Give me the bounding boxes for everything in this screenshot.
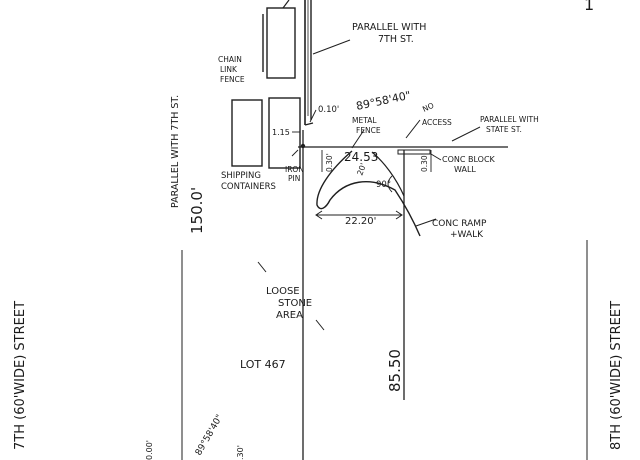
dim-010-label: 0.10' [318,105,339,115]
lot-label: LOT 467 [240,358,286,371]
bearing-top-label: 89°58'40" [355,89,412,113]
conc-block-wall-label-line1: CONC BLOCK [442,155,496,164]
ramp-outline [316,150,421,237]
chain-link-label-line2: LINK [220,65,238,74]
loose-stone-label-line2: STONE [278,298,312,309]
state-leader [451,126,481,142]
structure-base [304,122,314,126]
parallel-leader-7th [312,39,351,55]
shipping-container-1 [231,99,263,167]
chain-link-label-line3: FENCE [220,75,245,84]
metal-fence-arrow [351,129,365,149]
property-lines [181,126,588,460]
no-access-arrow [405,119,421,139]
shipping-label-line2: CONTAINERS [221,182,276,192]
conc-ramp-walk [315,150,437,237]
dim-20-label: 20' [355,162,368,177]
metal-fence-label-line2: FENCE [356,126,381,135]
street-left-label: 7TH (60'WIDE) STREET [13,301,28,450]
dim-030-left-label: 0.30' [325,153,334,172]
conc-block-wall-label-line2: WALL [454,165,476,174]
annotations: 1 PARALLEL WITH 7TH ST. CHAIN LINK FENCE… [13,0,624,460]
shipping-label-line1: SHIPPING [221,171,261,181]
conc-ramp-label-line1: CONC RAMP [432,219,487,229]
dim-115-label: 1.15 [272,128,290,137]
angle-90-label: 90° [376,180,391,190]
ramp-inner-curve [371,151,405,197]
parallel-7th-label-line1: PARALLEL WITH [352,22,426,33]
conc-ramp-label-line2: +WALK [450,230,484,240]
parallel-state-label-line2: STATE ST. [486,125,522,134]
dim-arrow-right [395,210,403,220]
no-access-label-line1: NO [421,101,435,114]
dim-2453-label: 24.53 [344,150,378,164]
no-access-label-line2: ACCESS [422,118,452,127]
street-right-label: 8TH (60'WIDE) STREET [609,301,624,450]
markers [257,109,432,331]
shipping-container-2 [268,97,301,169]
iron-pin-label-line2: PIN [288,174,300,183]
loose-stone-pointer [257,261,267,273]
parallel-state-label-line1: PARALLEL WITH [480,115,539,124]
chain-link-label-line1: CHAIN [218,55,242,64]
wall-leader [430,153,442,161]
conc-block-wall [397,149,431,155]
bottom-bearing-label: 89°58'40" [194,413,225,457]
shed-roof-tick [282,0,290,9]
angle-arc-90 [387,175,393,193]
shed-building [266,7,296,79]
parallel-vertical-label: PARALLEL WITH 7TH ST. [170,95,181,208]
dim-8550-label: 85.50 [386,349,404,392]
structures [231,0,351,169]
iron-pin-marker [300,143,306,149]
bottom-dim-30-label: .30' [236,445,245,460]
bottom-dim-00-label: 0.00' [145,440,154,460]
ramp-leader [415,218,437,227]
metal-fence-label-line1: METAL [352,116,377,125]
parallel-7th-label-line2: 7TH ST. [378,34,414,45]
loose-stone-label-line1: LOOSE [266,286,300,297]
iron-pin-leader [291,149,299,157]
dim-010-arrow [309,109,317,123]
dim-1500-label: 150.0' [188,187,206,234]
area-pointer [315,319,325,331]
loose-stone-label-line3: AREA [276,310,303,321]
corner-mark: 1 [584,0,594,14]
dim-arrow-left [315,210,323,220]
dim-2220-label: 22.20' [345,216,376,227]
iron-pin-label-line1: IRON [285,165,304,174]
dim-030-right-label: 0.30' [420,153,429,172]
